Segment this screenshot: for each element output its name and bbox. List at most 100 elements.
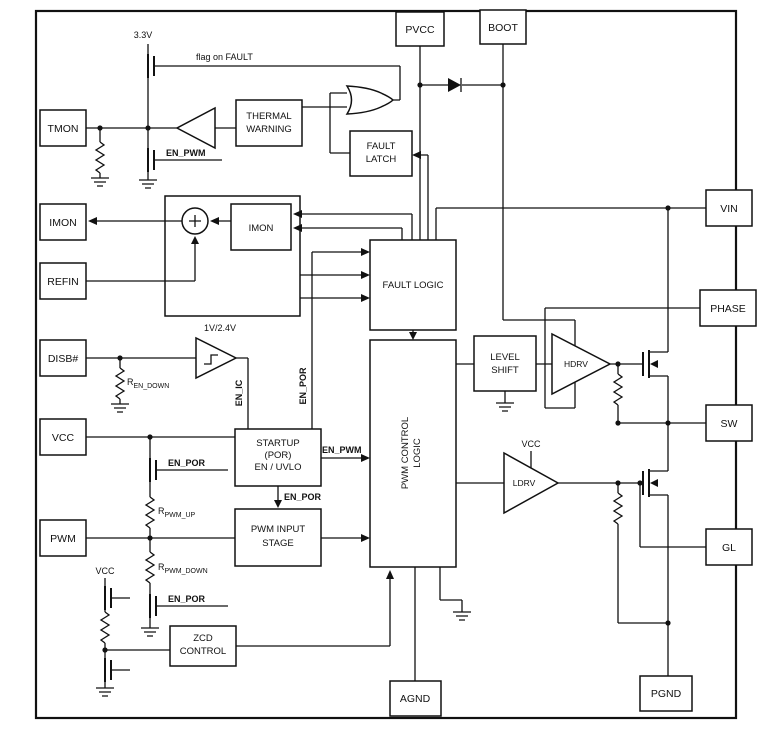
signal-arrows	[88, 151, 421, 579]
pin-disb-box	[39, 339, 87, 377]
en-ic-label: EN_IC	[234, 379, 244, 406]
ground-level-shift	[496, 402, 514, 412]
pwm-control-logic-label: PWM CONTROLLOGIC	[400, 417, 423, 489]
pin-boot-label: BOOT	[488, 22, 518, 34]
pin-gl-box	[705, 528, 753, 566]
pwm-input-stage-label-1: PWM INPUT	[251, 524, 306, 535]
fault-latch-block	[349, 130, 413, 177]
en-por-pulldown-label: EN_POR	[168, 594, 206, 604]
arrow-en-por	[274, 500, 282, 508]
hdrv-triangle	[551, 332, 612, 396]
pin-pwm-label: PWM	[50, 533, 76, 545]
pin-sw-box	[705, 404, 753, 442]
ground-logic	[453, 611, 471, 621]
arrow-fault-logic-3	[361, 294, 370, 302]
rail-3v3-label: 3.3V	[134, 30, 153, 40]
pin-agnd-label: AGND	[400, 693, 431, 705]
pin-gl: GL	[705, 528, 753, 566]
wires-top-left	[86, 44, 576, 346]
summing-plus-icon	[189, 215, 201, 227]
startup-label-1: STARTUP	[256, 438, 299, 449]
startup-label-2: (POR)	[265, 450, 292, 461]
pin-vin: VIN	[705, 189, 753, 227]
vcc-ldrv-label: VCC	[521, 439, 541, 449]
ground-symbols	[91, 177, 514, 697]
fault-latch-label-1: FAULT	[367, 141, 396, 152]
zcd-control-label-2: CONTROL	[180, 646, 226, 657]
pin-pvcc-label: PVCC	[405, 24, 435, 36]
ldrv-label: LDRV	[513, 478, 536, 488]
pin-imon: IMON	[39, 203, 87, 241]
pin-boot: BOOT	[479, 9, 527, 45]
or-gate-icon	[345, 85, 395, 115]
pfet-3v3-icon	[147, 54, 155, 78]
thermal-warning-block	[235, 99, 303, 147]
pin-vin-label: VIN	[720, 203, 738, 215]
level-shift-block	[473, 335, 537, 392]
pin-vcc: VCC	[39, 418, 87, 456]
pin-refin-label: REFIN	[47, 276, 79, 288]
pin-phase-label: PHASE	[710, 303, 746, 315]
tmon-buffer-icon	[175, 106, 216, 150]
junction-dots	[97, 82, 671, 653]
hysteresis-icon	[204, 354, 218, 365]
pin-pwm: PWM	[39, 519, 87, 557]
ls-power-fet-icon	[642, 469, 650, 497]
flag-on-fault-label: flag on FAULT	[196, 52, 253, 62]
arrow-imon-sense-b	[293, 224, 302, 232]
arrow-en-pwm	[361, 454, 370, 462]
pin-refin-box	[39, 262, 87, 300]
disb-schmitt-icon	[195, 336, 238, 380]
pwm-control-logic-block	[369, 339, 457, 568]
arrow-fault-latch	[412, 151, 421, 159]
hs-power-fet-icon	[642, 350, 650, 378]
pin-sw: SW	[705, 404, 753, 442]
resistor-hs-gate	[612, 373, 624, 406]
wires-imon-fault	[86, 154, 706, 429]
arrow-pwm-stage	[361, 534, 370, 542]
arrow-refin-sum	[191, 236, 199, 244]
ground-en-down	[111, 403, 129, 413]
pin-pgnd-box	[639, 675, 693, 712]
zcd-control-block	[169, 625, 237, 667]
pin-pvcc: PVCC	[395, 11, 445, 47]
ground-tmon-fet	[139, 179, 157, 189]
fet-zcd-top-icon	[104, 586, 112, 610]
imon-block-label: IMON	[249, 223, 274, 234]
fault-logic-block	[369, 239, 457, 331]
fault-logic-label: FAULT LOGIC	[383, 280, 444, 291]
pin-tmon-label: TMON	[48, 123, 79, 135]
pin-imon-box	[39, 203, 87, 241]
wires-power-stage	[456, 208, 706, 676]
pin-phase-box	[699, 289, 757, 327]
ground-zcd	[96, 687, 114, 697]
pin-pgnd-label: PGND	[651, 688, 682, 700]
arrow-sum-input	[210, 217, 219, 225]
pin-sw-label: SW	[721, 418, 738, 430]
en-por-out-label: EN_POR	[284, 492, 322, 502]
resistor-pwm-down	[144, 551, 156, 584]
pin-pgnd: PGND	[639, 675, 693, 712]
wires-startup-pwm	[86, 330, 414, 628]
pin-gl-label: GL	[722, 542, 736, 554]
pin-pwm-box	[39, 519, 87, 557]
pwm-input-stage-label-2: STAGE	[262, 538, 294, 549]
imon-block	[230, 203, 292, 251]
r-pwm-up-label: RPWM_UP	[158, 506, 196, 519]
en-pwm-gate-label: EN_PWM	[166, 148, 206, 158]
resistor-en-down	[114, 367, 126, 400]
hs-fet-arrow	[650, 360, 658, 368]
pin-tmon: TMON	[39, 109, 87, 147]
en-por-vertical-label: EN_POR	[298, 367, 308, 405]
hdrv-label: HDRV	[564, 359, 588, 369]
pin-disb: DISB#	[39, 339, 87, 377]
pin-boot-box	[479, 9, 527, 45]
pwm-input-stage-block	[234, 508, 322, 567]
pin-vin-box	[705, 189, 753, 227]
pin-refin: REFIN	[39, 262, 87, 300]
pin-agnd: AGND	[389, 680, 442, 717]
resistor-pwm-up	[144, 496, 156, 529]
en-pwm-out-label: EN_PWM	[322, 445, 362, 455]
